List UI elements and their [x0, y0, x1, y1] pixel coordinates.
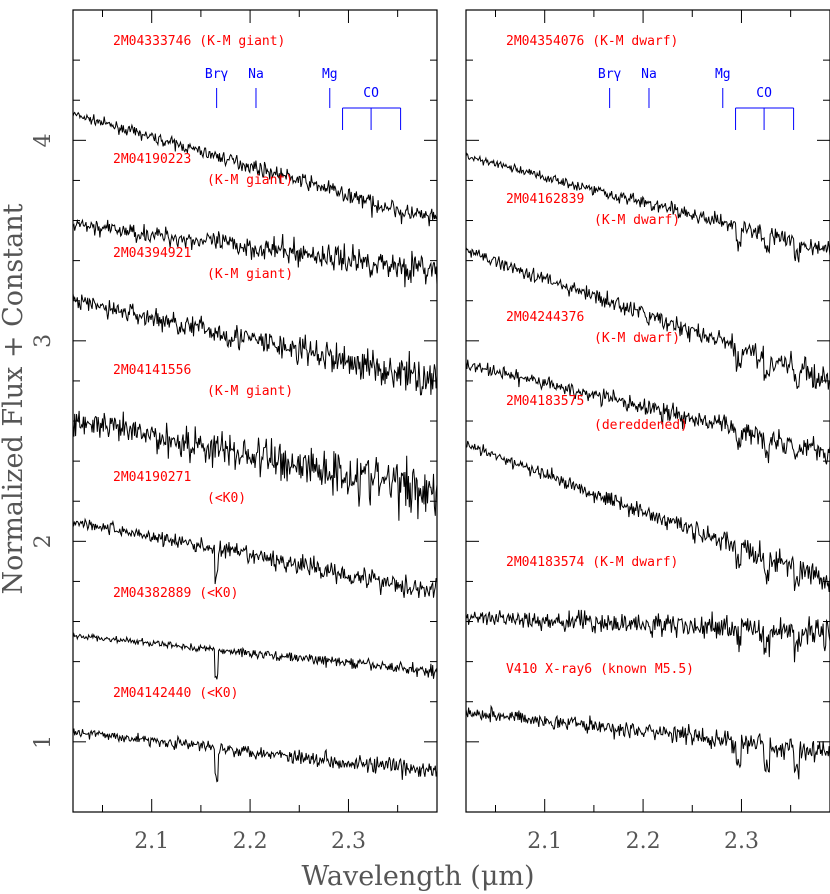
marker-label: Mg — [715, 67, 731, 82]
spectrum-left-1 — [72, 218, 438, 288]
star-type-label: (K-M dwarf) — [594, 213, 680, 228]
star-type-label: (K-M giant) — [207, 384, 293, 399]
x-axis-title: Wavelength (μm) — [301, 861, 534, 892]
spectrum-right-2 — [465, 359, 830, 465]
spectrum-left-2 — [72, 293, 438, 396]
star-type-label: (K-M giant) — [207, 267, 293, 282]
spectrum-left-3 — [72, 410, 438, 521]
co-label: CO — [756, 86, 772, 101]
spectrum-right-0 — [465, 152, 830, 263]
star-name-label: 2M04333746 — [113, 34, 191, 49]
star-type-label: (<K0) — [207, 491, 246, 506]
y-tick-label: 1 — [31, 735, 56, 749]
spectrum-right-3 — [465, 440, 830, 593]
star-name-label: 2M04141556 — [113, 363, 191, 378]
y-axis-title: Normalized Flux + Constant — [0, 203, 29, 594]
star-name-label: 2M04190271 — [113, 470, 191, 485]
star-name-label: 2M04382889 — [113, 586, 191, 601]
star-name-label: 2M04162839 — [506, 192, 584, 207]
star-name-label: 2M04142440 — [113, 686, 191, 701]
marker-label: Brγ — [598, 67, 622, 82]
star-type-label: (K-M dwarf) — [592, 34, 678, 49]
marker-label: Mg — [322, 67, 338, 82]
star-type-label: (K-M dwarf) — [592, 555, 678, 570]
spectrum-right-4 — [465, 609, 830, 663]
star-type-label: (dereddened) — [594, 418, 688, 433]
x-tick-label: 2.3 — [724, 829, 759, 854]
star-name-label: 2M04394921 — [113, 246, 191, 261]
panel-frame — [72, 9, 438, 813]
star-name-label: V410 X-ray6 — [506, 662, 592, 677]
spectrum-right-5 — [465, 704, 830, 780]
star-type-label: (<K0) — [199, 686, 238, 701]
x-tick-label: 2.2 — [626, 829, 661, 854]
star-name-label: 2M04190223 — [113, 152, 191, 167]
x-tick-label: 2.1 — [527, 829, 562, 854]
marker-label: Na — [248, 67, 264, 82]
star-name-label: 2M04183575 — [506, 394, 584, 409]
spectrum-left-6 — [72, 728, 438, 783]
co-label: CO — [363, 86, 379, 101]
spectrum-left-0 — [72, 111, 438, 227]
spectrum-left-5 — [72, 632, 438, 680]
star-type-label: (K-M giant) — [199, 34, 285, 49]
x-tick-label: 2.3 — [331, 829, 366, 854]
y-tick-label: 4 — [31, 133, 56, 147]
star-type-label: (<K0) — [199, 586, 238, 601]
marker-label: Na — [641, 67, 657, 82]
star-type-label: (K-M giant) — [207, 173, 293, 188]
x-tick-label: 2.1 — [134, 829, 169, 854]
y-tick-label: 2 — [31, 534, 56, 548]
marker-label: Brγ — [205, 67, 229, 82]
star-name-label: 2M04354076 — [506, 34, 584, 49]
spectrum-right-1 — [465, 247, 830, 390]
y-tick-label: 3 — [31, 334, 56, 348]
spectrum-left-4 — [72, 517, 438, 599]
x-tick-label: 2.2 — [233, 829, 268, 854]
star-type-label: (known M5.5) — [600, 662, 694, 677]
star-name-label: 2M04244376 — [506, 310, 584, 325]
star-name-label: 2M04183574 — [506, 555, 584, 570]
panel-frame — [465, 9, 830, 813]
star-type-label: (K-M dwarf) — [594, 331, 680, 346]
